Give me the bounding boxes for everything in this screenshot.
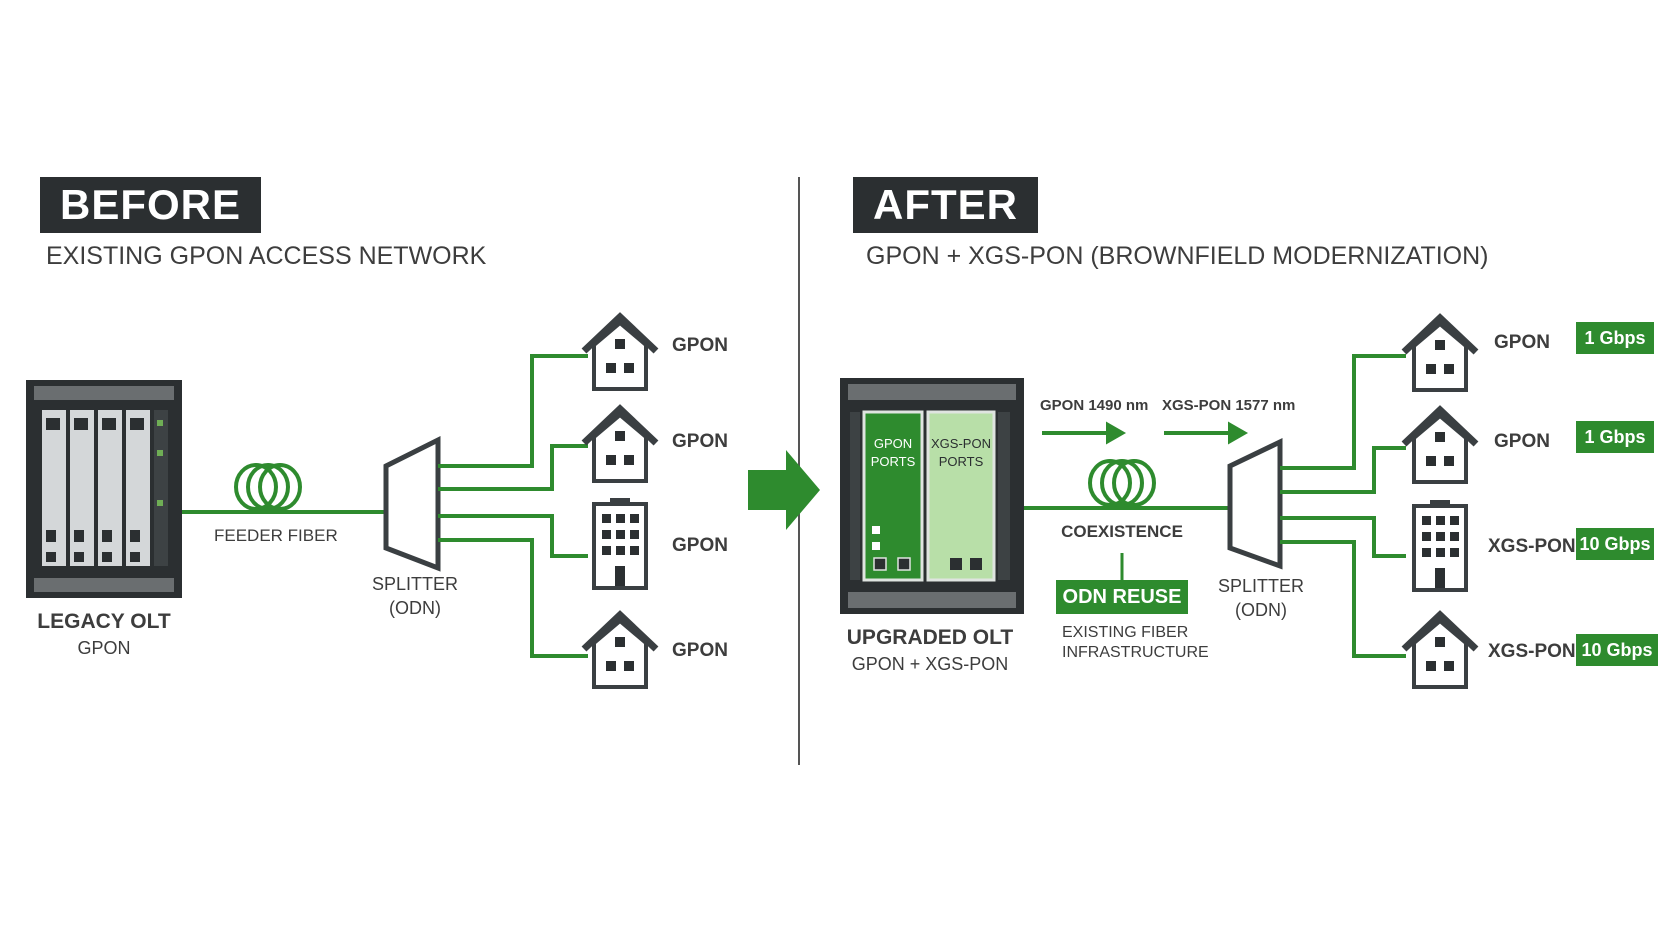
splitter-label: SPLITTER (371, 574, 459, 594)
transition-arrow-icon (748, 450, 820, 530)
feeder-fiber-label: FEEDER FIBER (214, 526, 338, 545)
endpoint-label: GPON (672, 535, 728, 556)
before-title: BEFORE (40, 177, 262, 233)
speed-badge: 10 Gbps (1576, 528, 1654, 560)
house-icon (584, 615, 656, 687)
house-icon (1404, 410, 1476, 482)
speed-badge: 1 Gbps (1576, 322, 1654, 354)
endpoint-label: GPON (672, 640, 728, 661)
legacy-olt-icon (26, 380, 182, 598)
after-title: AFTER (853, 177, 1038, 233)
speed-badge: 10 Gbps (1576, 634, 1658, 666)
endpoint-label: GPON (672, 335, 728, 356)
gpon-ports-card-label: PORTS (870, 454, 916, 469)
house-icon (584, 409, 656, 481)
existing-fiber-label: EXISTING FIBER (1062, 624, 1189, 641)
upgraded-olt-name: UPGRADED OLT (846, 626, 1014, 649)
fiber-coil-icon (234, 463, 302, 511)
endpoint-label: GPON (672, 431, 728, 452)
legacy-olt-type: GPON (77, 638, 131, 658)
fiber-coil-icon (1088, 459, 1156, 507)
gpon-wavelength-label: GPON 1490 nm (1040, 397, 1149, 414)
splitter-sub: (ODN) (1235, 600, 1287, 620)
endpoint-label: GPON (1494, 431, 1550, 452)
endpoint-label: GPON (1494, 332, 1550, 353)
splitter-icon (383, 435, 441, 572)
after-subtitle: GPON + XGS-PON (BROWNFIELD MODERNIZATION… (866, 242, 1489, 270)
building-icon (1412, 498, 1468, 592)
coexistence-label: COEXISTENCE (1061, 522, 1183, 541)
building-icon (592, 496, 648, 590)
before-subtitle: EXISTING GPON ACCESS NETWORK (46, 242, 487, 270)
house-icon (1404, 615, 1476, 687)
legacy-olt-name: LEGACY OLT (37, 610, 171, 633)
existing-fiber-label: INFRASTRUCTURE (1062, 644, 1209, 661)
xgs-pon-wavelength-label: XGS-PON 1577 nm (1162, 397, 1296, 414)
upgraded-olt-type: GPON + XGS-PON (851, 654, 1009, 674)
upgraded-olt-icon (840, 378, 1024, 614)
house-icon (584, 317, 656, 389)
odn-reuse-badge: ODN REUSE (1056, 580, 1188, 614)
house-icon (1404, 318, 1476, 390)
speed-badge: 1 Gbps (1576, 421, 1654, 453)
xgs-pon-ports-card-label: XGS-PON (931, 436, 991, 451)
xgs-pon-ports-card-label: PORTS (938, 454, 984, 469)
splitter-label: SPLITTER (1217, 576, 1305, 596)
endpoint-label: XGS-PON (1488, 536, 1576, 557)
splitter-icon (1227, 438, 1283, 570)
splitter-sub: (ODN) (389, 598, 441, 618)
gpon-ports-card-label: GPON (873, 436, 913, 451)
endpoint-label: XGS-PON (1488, 641, 1576, 662)
